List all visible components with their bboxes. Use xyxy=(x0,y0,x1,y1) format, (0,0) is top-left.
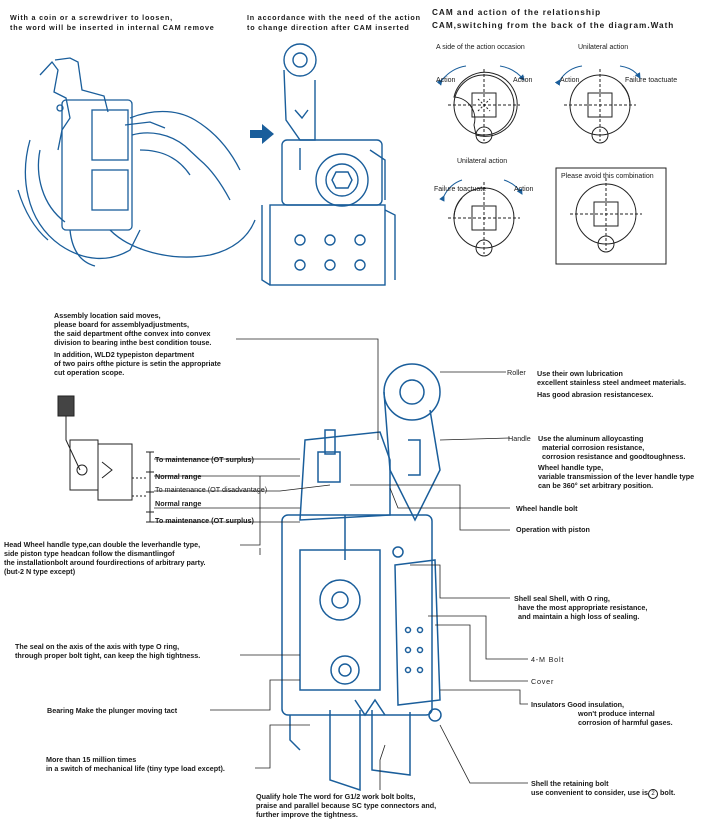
seal-axis-line1: The seal on the axis of the axis with ty… xyxy=(15,642,180,651)
seal-axis-line2: through proper bolt tight, can keep the … xyxy=(15,651,201,660)
cam-title-line1: CAM and action of the relationship xyxy=(432,8,602,17)
lever-range-diagram xyxy=(57,395,154,523)
range-label-2: Normal range xyxy=(155,472,202,481)
handle-note-line3: corrosion resistance and goodtoughness. xyxy=(542,452,686,461)
cam-panel2-caption: Unilateral action xyxy=(578,44,629,51)
handle-note-line2: material corrosion resistance, xyxy=(542,443,645,452)
life-note-line1: More than 15 million times xyxy=(46,755,137,764)
circled-number-icon: 2 xyxy=(648,789,659,799)
roller-label: Roller xyxy=(507,368,526,377)
m-bolt-label: 4-M Bolt xyxy=(531,655,565,664)
head-note-line4: (but-2 N type except) xyxy=(4,567,76,576)
cover-label: Cover xyxy=(531,677,555,686)
retaining-line1: Shell the retaining bolt xyxy=(531,779,609,788)
coin-note-line2: the word will be inserted in internal CA… xyxy=(10,23,215,32)
shell-seal-line2: have the most appropriate resistance, xyxy=(518,603,648,612)
bearing-note: Bearing Make the plunger moving tact xyxy=(47,706,178,715)
leader-lines xyxy=(154,338,528,790)
hands-illustration xyxy=(17,57,256,267)
qualify-note-line1: Qualify hole The word for G1/2 work bolt… xyxy=(256,792,416,801)
assembly-note-line5: In addition, WLD2 typepiston department xyxy=(54,350,195,359)
qualify-note-line2: praise and parallel because SC type conn… xyxy=(256,801,437,810)
coin-note-line1: With a coin or a screwdriver to loosen, xyxy=(10,13,173,22)
cam-title-line2: CAM,switching from the back of the diagr… xyxy=(432,21,675,30)
piston-label: Operation with piston xyxy=(516,525,590,534)
cam-panel1-right: Action xyxy=(513,77,533,84)
head-note-line3: the installationbolt around fourdirectio… xyxy=(4,558,206,567)
retaining-text-a: use convenient to consider, use is xyxy=(531,788,649,797)
head-note-line2: side piston type headcan follow the dism… xyxy=(4,549,175,558)
handle-note-line1: Use the aluminum alloycasting xyxy=(538,434,644,443)
insulators-line2: won't produce internal xyxy=(578,709,655,718)
range-label-4: Normal range xyxy=(155,499,202,508)
assembly-note-line6: of two pairs ofthe picture is setin the … xyxy=(54,359,221,368)
head-note-line1: Head Wheel handle type,can double the le… xyxy=(4,540,201,549)
cam-diagrams xyxy=(436,65,667,265)
cam-panel1-left: Action xyxy=(436,77,456,84)
direction-note-line2: to change direction after CAM inserted xyxy=(247,23,410,32)
cam-panel3-right: Action xyxy=(514,186,534,193)
range-label-5: To maintenance (OT surplus) xyxy=(155,516,254,525)
insulators-line3: corrosion of harmful gases. xyxy=(578,718,673,727)
retaining-text-b: bolt. xyxy=(658,788,676,797)
direction-note-line1: In accordance with the need of the actio… xyxy=(247,13,421,22)
wheel-bolt-label: Wheel handle bolt xyxy=(516,504,578,513)
handle-note-line6: can be 360° set arbitrary position. xyxy=(538,481,654,490)
shell-seal-line1: Shell seal Shell, with O ring, xyxy=(514,594,610,603)
main-switch-illustration xyxy=(281,363,442,792)
life-note-line2: in a switch of mechanical life (tiny typ… xyxy=(46,764,225,773)
assembly-note-line2: please board for assemblyadjustments, xyxy=(54,320,190,329)
roller-note-line2: excellent stainless steel andmeet materi… xyxy=(537,378,687,387)
range-label-3: To maintenance (OT disadvantage) xyxy=(155,485,268,494)
assembly-note-line4: division to bearing inthe best condition… xyxy=(54,338,212,347)
direction-arrow-icon xyxy=(250,124,274,144)
assembly-note-line7: cut operation scope. xyxy=(54,368,125,377)
assembly-note-line3: the said department ofthe convex into co… xyxy=(54,329,211,338)
assembly-note-line1: Assembly location said moves, xyxy=(54,311,161,320)
qualify-note-line3: further improve the tightness. xyxy=(256,810,358,819)
insulators-line1: Insulators Good insulation, xyxy=(531,700,625,709)
cam-panel1-caption: A side of the action occasion xyxy=(436,44,525,51)
cam-panel3-left: Failure toactuate xyxy=(434,186,487,193)
cam-panel4-caption: Please avoid this combination xyxy=(561,173,654,180)
cam-panel3-caption: Unilateral action xyxy=(457,158,508,165)
roller-note-line3: Has good abrasion resistancesex. xyxy=(537,390,654,399)
shell-seal-line3: and maintain a high loss of sealing. xyxy=(518,612,640,621)
roller-note-line1: Use their own lubrication xyxy=(537,369,623,378)
switch-head-illustration xyxy=(261,43,396,286)
handle-label: Handle xyxy=(508,434,531,443)
range-label-1: To maintenance (OT surplus) xyxy=(155,455,254,464)
cam-panel2-right: Failure toactuate xyxy=(625,77,678,84)
handle-note-line5: variable transmission of the lever handl… xyxy=(538,472,695,481)
cam-panel2-left: Action xyxy=(560,77,580,84)
handle-note-line4: Wheel handle type, xyxy=(538,463,604,472)
